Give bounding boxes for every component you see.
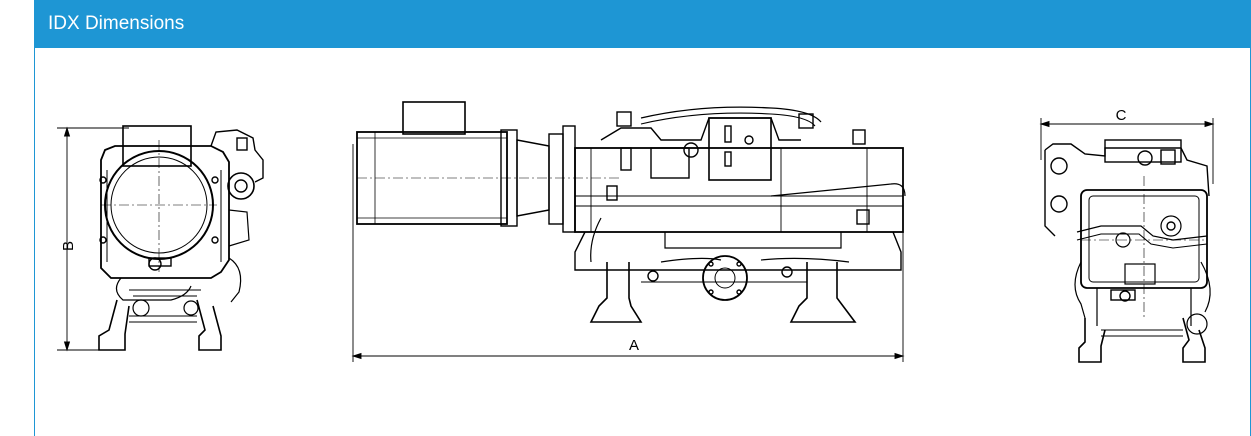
dimension-b — [57, 126, 129, 352]
dimension-a-label: A — [629, 337, 639, 354]
dimensions-panel: IDX Dimensions B — [34, 0, 1251, 436]
end-view-right: C — [1039, 107, 1215, 363]
dimension-c-label: C — [1116, 107, 1127, 124]
dimension-c — [1039, 118, 1215, 184]
dimension-a — [351, 144, 905, 362]
end-view-left: B — [57, 125, 264, 352]
dimension-b-label: B — [60, 241, 77, 251]
panel-body: B — [35, 48, 1250, 436]
side-view: A — [351, 101, 906, 362]
technical-drawings: B — [57, 101, 1215, 363]
panel-title: IDX Dimensions — [35, 0, 1250, 48]
